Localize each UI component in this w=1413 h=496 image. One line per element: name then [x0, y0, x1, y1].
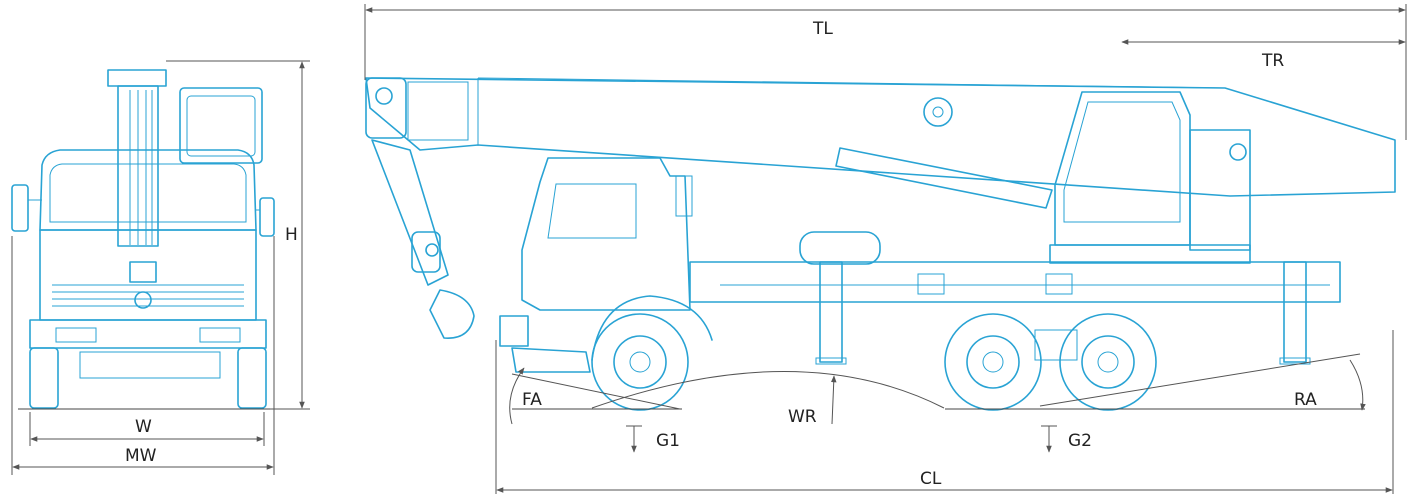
- load-marker-g2: G2: [1041, 425, 1092, 453]
- dimension-tr: TR: [1121, 39, 1406, 71]
- label-g1: G1: [656, 431, 680, 451]
- label-ra: RA: [1294, 390, 1317, 410]
- dimension-tl: TL: [364, 4, 1407, 140]
- dimension-cl: CL: [495, 330, 1394, 494]
- label-tr: TR: [1261, 51, 1284, 71]
- label-fa: FA: [522, 390, 542, 410]
- load-arrow-icon: [1041, 425, 1057, 453]
- front-view-drawing: [11, 69, 275, 409]
- label-w: W: [135, 417, 152, 437]
- label-mw: MW: [125, 446, 157, 466]
- label-wr: WR: [788, 407, 817, 427]
- label-tl: TL: [812, 19, 833, 39]
- side-view-drawing: [365, 77, 1396, 411]
- load-marker-g1: G1: [626, 425, 680, 453]
- label-h: H: [285, 225, 298, 245]
- dimension-mw: MW: [11, 236, 275, 475]
- dimension-ra: RA: [1039, 353, 1366, 411]
- dimension-w: W: [29, 412, 265, 446]
- label-g2: G2: [1068, 431, 1092, 451]
- dimension-h: H: [166, 60, 310, 410]
- label-cl: CL: [920, 469, 942, 489]
- dimension-fa: FA: [509, 367, 681, 425]
- load-arrow-icon: [626, 425, 642, 453]
- dimension-wr: WR: [591, 371, 945, 427]
